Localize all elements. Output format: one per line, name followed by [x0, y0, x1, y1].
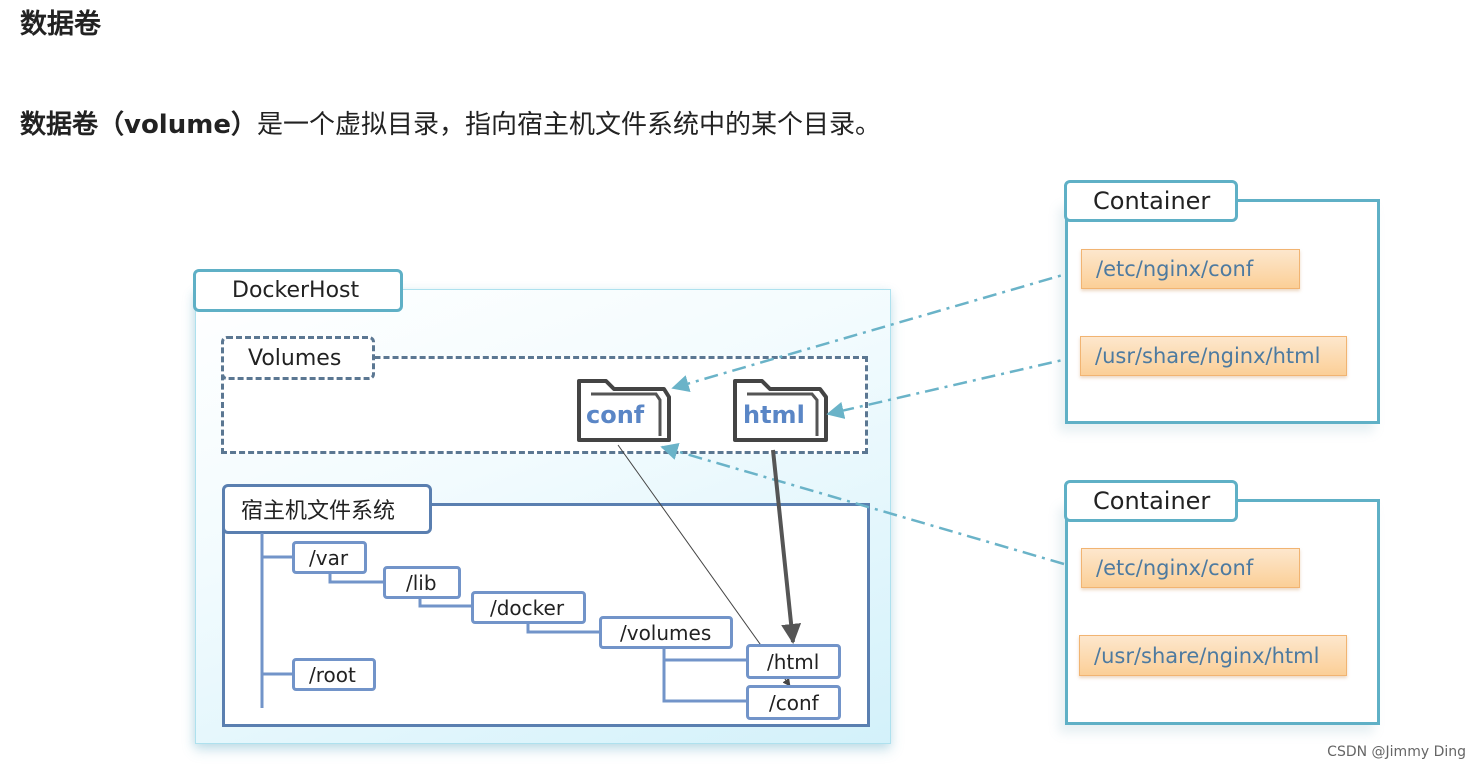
- conf-folder-icon: [577, 379, 671, 442]
- fs-node-docker: /docker: [471, 591, 586, 624]
- fs-node-root: /root: [292, 658, 376, 691]
- container-2-path-conf: /etc/nginx/conf: [1081, 548, 1300, 588]
- link-container1-html: [826, 354, 1081, 419]
- container-2-path-html: /usr/share/nginx/html: [1079, 635, 1347, 676]
- intro-description: 是一个虚拟目录，指向宿主机文件系统中的某个目录。: [256, 110, 881, 140]
- container-2-panel: [1065, 499, 1380, 725]
- fs-node-var: /var: [292, 541, 367, 574]
- link-container2-conf: [660, 442, 1065, 566]
- html-folder-label: html: [743, 401, 805, 429]
- volumes-title: Volumes: [221, 336, 375, 380]
- container-1-path-conf: /etc/nginx/conf: [1081, 249, 1300, 289]
- container-2-title: Container: [1064, 480, 1238, 522]
- intro-term: 数据卷（volume）: [20, 110, 257, 140]
- arrow-html-to-host: [771, 449, 802, 644]
- watermark: CSDN @Jimmy Ding: [1327, 744, 1466, 760]
- fs-node-lib: /lib: [383, 566, 461, 599]
- tree-connectors: [260, 533, 748, 708]
- dockerhost-title: DockerHost: [193, 269, 403, 312]
- conf-folder-label: conf: [586, 401, 645, 429]
- fs-node-volumes: /volumes: [599, 616, 733, 649]
- container-1-panel: [1065, 199, 1380, 424]
- fs-node-html: /html: [746, 644, 841, 679]
- html-folder-icon: [733, 379, 828, 442]
- fs-node-conf: /conf: [746, 685, 841, 720]
- intro-text: 数据卷（volume）是一个虚拟目录，指向宿主机文件系统中的某个目录。: [20, 104, 881, 141]
- container-1-title: Container: [1064, 180, 1238, 222]
- host-filesystem-title: 宿主机文件系统: [222, 484, 432, 534]
- page-heading: 数据卷: [20, 9, 101, 40]
- link-container1-conf: [671, 268, 1081, 393]
- container-1-path-html: /usr/share/nginx/html: [1080, 336, 1347, 376]
